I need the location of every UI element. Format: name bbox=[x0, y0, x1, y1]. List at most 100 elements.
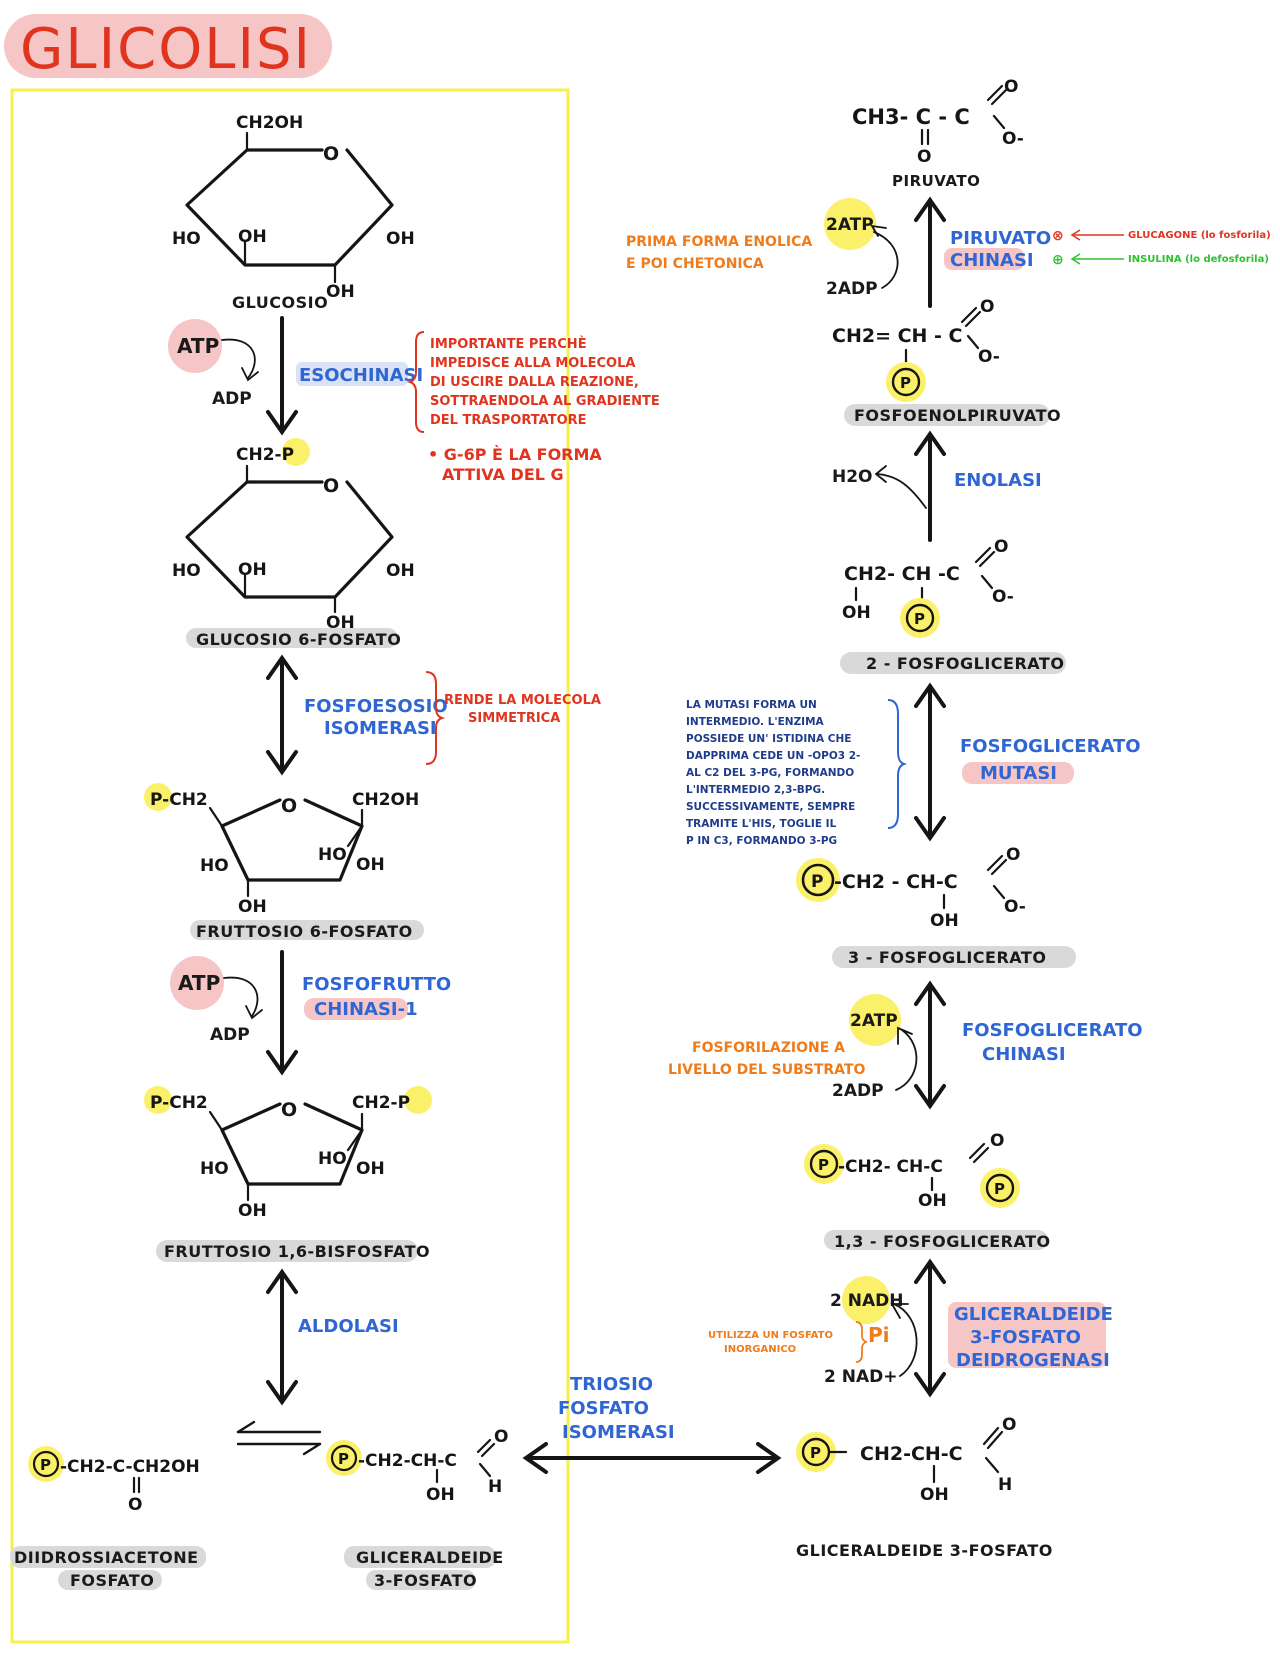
note-mutasi-1: LA MUTASI FORMA UN bbox=[686, 699, 817, 711]
pg2-om: O- bbox=[992, 587, 1014, 607]
pg3-molecule: P -CH2 - CH-C OH O O- 3 - FOSFOGLICERATO bbox=[796, 845, 1076, 968]
pg3-formula: -CH2 - CH-C bbox=[834, 871, 958, 893]
gap-right-oh: OH bbox=[920, 1485, 949, 1505]
enzyme-pgk-1: FOSFOGLICERATO bbox=[962, 1020, 1143, 1041]
pg2-molecule: CH2- CH -C OH P O O- 2 - FOSFOGLICERATO bbox=[840, 537, 1066, 674]
f16bp-pch2: P-CH2 bbox=[150, 1093, 208, 1113]
gap-left-molecule: P -CH2-CH-C OH O H GLICERALDEIDE 3-FOSFA… bbox=[326, 1427, 508, 1590]
f16bp-ch2p: CH2-P bbox=[352, 1093, 410, 1113]
gap-right-label: GLICERALDEIDE 3-FOSFATO bbox=[796, 1541, 1053, 1560]
gap-left-label-2: 3-FOSFATO bbox=[374, 1571, 477, 1590]
pg3-label: 3 - FOSFOGLICERATO bbox=[848, 948, 1046, 967]
piruvato-formula: CH3- C - C bbox=[852, 105, 970, 129]
adp-2: ADP bbox=[210, 1025, 250, 1045]
regulation-insulina: INSULINA (lo defosforila) bbox=[1128, 254, 1269, 265]
f6p-ring-o: O bbox=[281, 795, 297, 817]
h2o: H2O bbox=[832, 467, 873, 487]
f6p-oh-2: OH bbox=[238, 897, 267, 917]
dhap-label-1: DIIDROSSIACETONE bbox=[14, 1548, 199, 1567]
enzyme-esochinasi: ESOCHINASI bbox=[299, 365, 423, 386]
enzyme-fosfoesosio-1: FOSFOESOSIO bbox=[304, 696, 448, 717]
nad: 2 NAD+ bbox=[824, 1367, 898, 1387]
note-fosfoesosio-1: RENDE LA MOLECOLA bbox=[444, 693, 601, 708]
g6p-ho: HO bbox=[172, 561, 201, 581]
enzyme-triosio-3: ISOMERASI bbox=[562, 1422, 675, 1443]
piruvato-o-top: O bbox=[1004, 77, 1018, 97]
adp-pgk: 2ADP bbox=[832, 1081, 884, 1101]
atp-2: ATP bbox=[178, 971, 220, 995]
title-highlight bbox=[4, 14, 332, 78]
gap-right-h: H bbox=[998, 1475, 1012, 1495]
enzyme-triosio-1: TRIOSIO bbox=[570, 1374, 653, 1395]
gap-left-formula: -CH2-CH-C bbox=[358, 1451, 457, 1471]
note-pk-1: PRIMA FORMA ENOLICA bbox=[626, 234, 812, 250]
dhap-molecule: P -CH2-C-CH2OH O DIIDROSSIACETONE FOSFAT… bbox=[10, 1446, 206, 1590]
note-pk-2: E POI CHETONICA bbox=[626, 256, 764, 272]
preparatory-phase-box bbox=[10, 88, 570, 1644]
note-esochinasi-3: DI USCIRE DALLA REAZIONE, bbox=[430, 375, 639, 390]
note-mutasi-9: P IN C3, FORMANDO 3-PG bbox=[686, 835, 837, 847]
piruvato-o-bottom: O bbox=[917, 147, 931, 167]
g6p-oh-1: OH bbox=[238, 560, 267, 580]
bpg13-p-2: P bbox=[994, 1180, 1005, 1198]
regulation-plus-icon: ⊕ bbox=[1052, 252, 1064, 268]
f16bp-oh-1: OH bbox=[356, 1159, 385, 1179]
note-mutasi-8: TRAMITE L'HIS, TOGLIE IL bbox=[686, 818, 837, 830]
enzyme-fosfofrutto-2: CHINASI-1 bbox=[314, 999, 418, 1020]
note-mutasi-5: AL C2 DEL 3-PG, FORMANDO bbox=[686, 767, 854, 779]
note-mutasi-6: L'INTERMEDIO 2,3-BPG. bbox=[686, 784, 825, 796]
f6p-ho-1: HO bbox=[200, 856, 229, 876]
pep-label: FOSFOENOLPIRUVATO bbox=[854, 406, 1061, 425]
regulation-minus-icon: ⊗ bbox=[1052, 228, 1064, 244]
enzyme-enolasi: ENOLASI bbox=[954, 470, 1042, 491]
pg2-o: O bbox=[994, 537, 1008, 557]
gap-right-formula: CH2-CH-C bbox=[860, 1443, 963, 1465]
gap-left-p: P bbox=[338, 1450, 349, 1468]
pg2-p: P bbox=[914, 610, 925, 628]
bpg13-oh: OH bbox=[918, 1191, 947, 1211]
enzyme-aldolasi: ALDOLASI bbox=[298, 1316, 399, 1337]
glucosio-ch2oh: CH2OH bbox=[236, 113, 303, 133]
pg3-oh: OH bbox=[930, 911, 959, 931]
glucosio-molecule: CH2OH O HO OH OH OH GLUCOSIO bbox=[172, 113, 415, 312]
note-esochinasi-1: IMPORTANTE PERCHÈ bbox=[430, 336, 587, 352]
f6p-ch2oh: CH2OH bbox=[352, 790, 419, 810]
g6p-label: GLUCOSIO 6-FOSFATO bbox=[196, 630, 401, 649]
g6p-ch2p: CH2-P bbox=[236, 445, 294, 465]
note-esochinasi-5: DEL TRASPORTATORE bbox=[430, 413, 587, 428]
pk-regulation: ⊗ GLUCAGONE (lo fosforila) ⊕ INSULINA (l… bbox=[1052, 228, 1271, 268]
f16bp-ring-o: O bbox=[281, 1099, 297, 1121]
dhap-o: O bbox=[128, 1495, 142, 1515]
glucosio-ring-o: O bbox=[323, 143, 339, 165]
pg3-om: O- bbox=[1004, 897, 1026, 917]
enzyme-g3pdh-3: DEIDROGENASI bbox=[956, 1350, 1110, 1371]
enzyme-fosfofrutto-1: FOSFOFRUTTO bbox=[302, 974, 451, 995]
enzyme-g3pdh-2: 3-FOSFATO bbox=[970, 1327, 1081, 1348]
pg2-label: 2 - FOSFOGLICERATO bbox=[866, 654, 1064, 673]
enzyme-pgm-2: MUTASI bbox=[980, 763, 1057, 784]
bpg13-o: O bbox=[990, 1131, 1004, 1151]
bpg13-formula: -CH2- CH-C bbox=[838, 1157, 943, 1177]
note-esochinasi-4: SOTTRAENDOLA AL GRADIENTE bbox=[430, 394, 660, 409]
bpg13-p-1: P bbox=[818, 1156, 829, 1174]
note-g6p-1: • G-6P È LA FORMA bbox=[428, 445, 602, 464]
pg2-oh: OH bbox=[842, 603, 871, 623]
dhap-formula: -CH2-C-CH2OH bbox=[60, 1457, 200, 1477]
enzyme-triosio-2: FOSFATO bbox=[558, 1398, 649, 1419]
enzyme-pgm-1: FOSFOGLICERATO bbox=[960, 736, 1141, 757]
f16bp-oh-2: OH bbox=[238, 1201, 267, 1221]
note-mutasi-7: SUCCESSIVAMENTE, SEMPRE bbox=[686, 801, 855, 813]
g6p-ring-o: O bbox=[323, 475, 339, 497]
gap-left-h: H bbox=[488, 1477, 502, 1497]
enzyme-g3pdh-1: GLICERALDEIDE bbox=[954, 1304, 1113, 1325]
note-pi-1: UTILIZZA UN FOSFATO bbox=[708, 1330, 833, 1341]
note-mutasi-3: POSSIEDE UN' ISTIDINA CHE bbox=[686, 733, 851, 745]
glucosio-label: GLUCOSIO bbox=[232, 293, 328, 312]
pi: Pi bbox=[868, 1323, 890, 1347]
note-g6p-2: ATTIVA DEL G bbox=[442, 465, 564, 484]
bpg13-label: 1,3 - FOSFOGLICERATO bbox=[834, 1232, 1051, 1251]
gap-right-p: P bbox=[810, 1444, 821, 1462]
dhap-label-2: FOSFATO bbox=[70, 1571, 154, 1590]
note-pgk-2: LIVELLO DEL SUBSTRATO bbox=[668, 1062, 865, 1078]
